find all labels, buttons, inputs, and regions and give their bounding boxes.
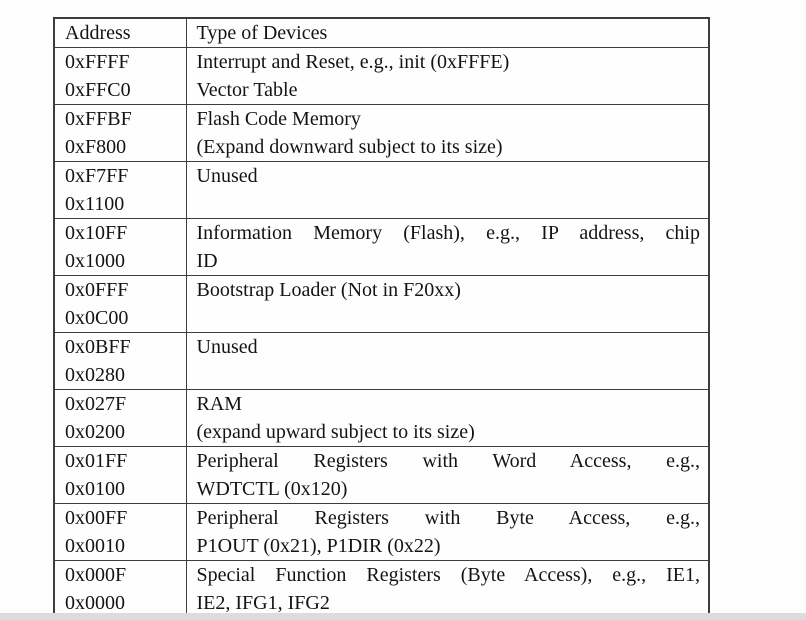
address-line: 0x0200	[65, 421, 125, 443]
header-row: Address Type of Devices	[53, 17, 710, 48]
device-line: Bootstrap Loader (Not in F20xx)	[196, 279, 461, 301]
device-line: Special Function Registers (Byte Access)…	[196, 564, 701, 586]
device-cell: Information Memory (Flash), e.g., IP add…	[185, 218, 710, 276]
address-cell: 0x01FF 0x0100	[53, 446, 187, 504]
table-row: 0x027F 0x0200 RAM (expand upward subject t…	[53, 389, 710, 447]
address-cell: 0x027F 0x0200	[53, 389, 187, 447]
device-cell: Flash Code Memory (Expand downward subjec…	[185, 104, 710, 162]
device-line: IE2, IFG1, IFG2	[196, 592, 330, 614]
table-row: 0x0BFF 0x0280 Unused	[53, 332, 710, 390]
device-line: (Expand downward subject to its size)	[196, 136, 503, 158]
address-cell: 0x00FF 0x0010	[53, 503, 187, 561]
device-line: Vector Table	[196, 79, 298, 101]
column-header-address: Address	[53, 17, 187, 48]
device-cell: Peripheral Registers with Byte Access, e…	[185, 503, 710, 561]
address-line: 0x00FF	[65, 507, 128, 529]
address-line: 0x1000	[65, 250, 125, 272]
memory-map-table: Address Type of Devices 0xFFFF 0xFFC0 Int…	[53, 17, 710, 619]
device-line: Unused	[196, 165, 258, 187]
table-row: 0x0FFF 0x0C00 Bootstrap Loader (Not in F2…	[53, 275, 710, 333]
device-cell: Special Function Registers (Byte Access)…	[185, 560, 710, 619]
table-row: 0x000F 0x0000 Special Function Registers …	[53, 560, 710, 619]
address-line: 0x0C00	[65, 307, 129, 329]
device-line: Information Memory (Flash), e.g., IP add…	[196, 222, 701, 244]
device-line: P1OUT (0x21), P1DIR (0x22)	[196, 535, 441, 557]
device-line: WDTCTL (0x120)	[196, 478, 348, 500]
table-row: 0x00FF 0x0010 Peripheral Registers with B…	[53, 503, 710, 561]
device-line: Unused	[196, 336, 258, 358]
device-line: Peripheral Registers with Word Access, e…	[196, 450, 701, 472]
bottom-edge-strip	[0, 613, 806, 620]
table-row: 0xFFFF 0xFFC0 Interrupt and Reset, e.g., …	[53, 47, 710, 105]
device-line: RAM	[196, 393, 243, 415]
address-cell: 0x10FF 0x1000	[53, 218, 187, 276]
address-line: 0xF7FF	[65, 165, 129, 187]
address-line: 0x0010	[65, 535, 125, 557]
table-row: 0xF7FF 0x1100 Unused	[53, 161, 710, 219]
address-line: 0x0100	[65, 478, 125, 500]
table-row: 0x10FF 0x1000 Information Memory (Flash),…	[53, 218, 710, 276]
device-line: (expand upward subject to its size)	[196, 421, 475, 443]
table-body: 0xFFFF 0xFFC0 Interrupt and Reset, e.g., …	[53, 47, 710, 619]
table-row: 0x01FF 0x0100 Peripheral Registers with W…	[53, 446, 710, 504]
table-row: 0xFFBF 0xF800 Flash Code Memory (Expand do…	[53, 104, 710, 162]
address-cell: 0x000F 0x0000	[53, 560, 187, 619]
address-line: 0x01FF	[65, 450, 128, 472]
column-header-type-of-devices: Type of Devices	[185, 17, 710, 48]
address-cell: 0x0FFF 0x0C00	[53, 275, 187, 333]
device-line: ID	[196, 250, 218, 272]
device-cell: Interrupt and Reset, e.g., init (0xFFFE)…	[185, 47, 710, 105]
address-cell: 0xF7FF 0x1100	[53, 161, 187, 219]
device-line: Flash Code Memory	[196, 108, 361, 130]
device-cell: Unused	[185, 161, 710, 219]
memory-map-table-container: Address Type of Devices 0xFFFF 0xFFC0 Int…	[53, 17, 710, 619]
address-line: 0x0280	[65, 364, 125, 386]
address-line: 0xFFC0	[65, 79, 131, 101]
device-cell: Peripheral Registers with Word Access, e…	[185, 446, 710, 504]
device-line: Peripheral Registers with Byte Access, e…	[196, 507, 701, 529]
device-line: Interrupt and Reset, e.g., init (0xFFFE)	[196, 51, 510, 73]
device-cell: Unused	[185, 332, 710, 390]
address-line: 0x0FFF	[65, 279, 129, 301]
address-line: 0xFFBF	[65, 108, 132, 130]
address-line: 0x1100	[65, 193, 125, 215]
address-cell: 0xFFFF 0xFFC0	[53, 47, 187, 105]
address-line: 0x000F	[65, 564, 127, 586]
address-line: 0xF800	[65, 136, 127, 158]
address-cell: 0x0BFF 0x0280	[53, 332, 187, 390]
address-line: 0x0000	[65, 592, 125, 614]
address-line: 0x027F	[65, 393, 127, 415]
device-cell: RAM (expand upward subject to its size)	[185, 389, 710, 447]
address-line: 0x10FF	[65, 222, 128, 244]
address-cell: 0xFFBF 0xF800	[53, 104, 187, 162]
address-line: 0x0BFF	[65, 336, 131, 358]
address-line: 0xFFFF	[65, 51, 130, 73]
device-cell: Bootstrap Loader (Not in F20xx)	[185, 275, 710, 333]
